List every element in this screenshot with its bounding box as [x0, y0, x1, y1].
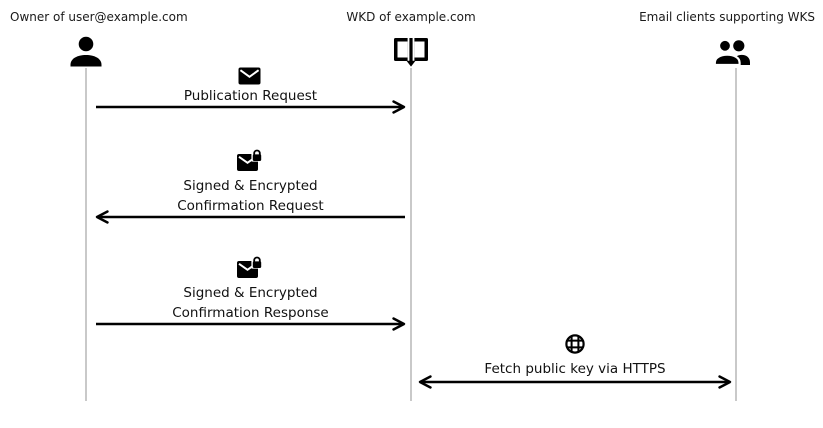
lifeline-clients	[735, 68, 737, 401]
lifeline-wkd	[410, 68, 412, 401]
message-label-line: Publication Request	[183, 88, 318, 104]
message-label-line: Confirmation Response	[172, 304, 329, 321]
message-label-line: Signed & Encrypted	[183, 285, 318, 301]
message-label-line: Signed & Encrypted	[183, 178, 318, 194]
actor-label-owner: Owner of user@example.com	[10, 10, 188, 24]
arrow-fetch-public-key	[418, 375, 732, 389]
arrow-publication-request	[96, 100, 406, 114]
envelope-lock-icon	[237, 256, 263, 278]
actor-label-clients: Email clients supporting WKS	[639, 10, 815, 24]
message-label-publication-request: Publication Request	[96, 87, 405, 107]
envelope-lock-icon	[237, 149, 263, 171]
envelope-icon	[238, 67, 261, 85]
globe-icon	[565, 334, 585, 354]
message-label-fetch-public-key: Fetch public key via HTTPS	[420, 360, 730, 380]
message-label-confirmation-response: Signed & Encrypted Confirmation Response	[96, 284, 405, 323]
message-label-confirmation-request: Signed & Encrypted Confirmation Request	[96, 177, 405, 216]
message-label-line: Confirmation Request	[177, 197, 324, 214]
open-book-icon	[394, 37, 428, 67]
lifeline-owner	[85, 68, 87, 401]
arrow-confirmation-response	[96, 317, 406, 331]
person-icon	[70, 36, 102, 67]
message-label-line: Fetch public key via HTTPS	[484, 361, 666, 377]
arrow-confirmation-request	[95, 210, 405, 224]
people-icon	[714, 40, 750, 65]
actor-label-wkd: WKD of example.com	[346, 10, 476, 24]
